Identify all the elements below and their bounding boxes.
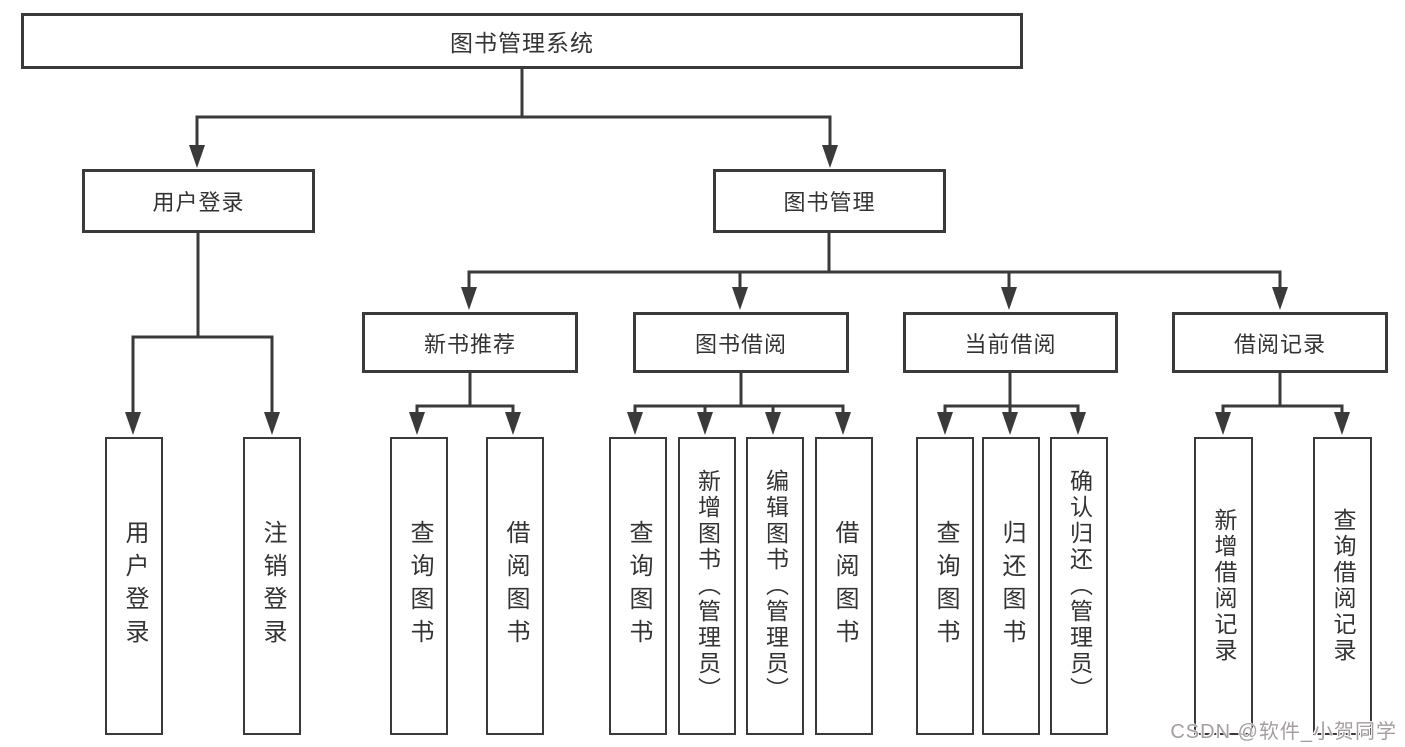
node-leaf-add-borrow-record: 新增借阅记录	[1194, 437, 1253, 735]
node-book-borrowing-label: 图书借阅	[694, 331, 787, 357]
node-leaf-query-books-current: 查询图书	[916, 437, 974, 735]
node-leaf-query-borrow-record: 查询借阅记录	[1313, 437, 1372, 735]
connector-user-login-group	[131, 231, 274, 413]
node-new-book-recommend: 新书推荐	[362, 312, 578, 373]
node-user-login-label: 用户登录	[152, 190, 245, 215]
node-leaf-borrow-books-borrowing: 借阅图书	[815, 437, 873, 735]
node-current-borrowing-label: 当前借阅	[964, 331, 1057, 357]
node-book-borrowing: 图书借阅	[633, 312, 849, 373]
node-leaf-user-login: 用户登录	[105, 437, 163, 735]
node-leaf-logout: 注销登录	[243, 437, 301, 735]
node-leaf-query-books-current-label: 查询图书	[932, 520, 959, 652]
node-root: 图书管理系统	[21, 13, 1023, 69]
node-leaf-return-books: 归还图书	[982, 437, 1040, 735]
node-leaf-user-login-label: 用户登录	[121, 520, 148, 652]
arrowheads	[125, 145, 1350, 435]
node-current-borrowing: 当前借阅	[903, 312, 1118, 373]
node-leaf-query-books-recommend: 查询图书	[390, 437, 448, 735]
node-leaf-confirm-return-admin: 确认归还（管理员）	[1050, 437, 1108, 735]
node-leaf-query-books-borrowing-label: 查询图书	[625, 520, 652, 652]
node-borrowing-records-label: 借阅记录	[1233, 331, 1326, 357]
node-leaf-edit-books-admin: 编辑图书（管理员）	[746, 437, 804, 735]
node-borrowing-records: 借阅记录	[1172, 312, 1388, 373]
connector-book-borrowing-group	[633, 371, 845, 413]
node-leaf-query-books-recommend-label: 查询图书	[406, 520, 433, 652]
connector-book-management-group	[467, 231, 1282, 288]
connector-current-borrowing-group	[943, 371, 1080, 413]
node-new-book-recommend-label: 新书推荐	[423, 331, 516, 357]
node-leaf-borrow-books-recommend-label: 借阅图书	[502, 520, 529, 652]
connector-new-book-recommend-group	[415, 371, 515, 413]
node-leaf-add-books-admin-label: 新增图书（管理员）	[694, 469, 721, 703]
node-leaf-edit-books-admin-label: 编辑图书（管理员）	[762, 469, 789, 703]
node-leaf-query-books-borrowing: 查询图书	[609, 437, 667, 735]
node-leaf-add-borrow-record-label: 新增借阅记录	[1211, 508, 1237, 664]
node-leaf-query-borrow-record-label: 查询借阅记录	[1330, 508, 1356, 664]
connector-borrowing-records-group	[1221, 371, 1344, 413]
node-leaf-borrow-books-recommend: 借阅图书	[486, 437, 544, 735]
node-leaf-logout-label: 注销登录	[259, 520, 286, 652]
node-leaf-borrow-books-borrowing-label: 借阅图书	[831, 520, 858, 652]
connector-root-to-level2	[195, 67, 832, 146]
node-user-login: 用户登录	[82, 169, 315, 233]
node-root-label: 图书管理系统	[450, 30, 594, 56]
node-book-management: 图书管理	[713, 169, 946, 233]
node-leaf-return-books-label: 归还图书	[998, 520, 1025, 652]
node-book-management-label: 图书管理	[783, 190, 876, 215]
node-leaf-add-books-admin: 新增图书（管理员）	[678, 437, 736, 735]
node-leaf-confirm-return-admin-label: 确认归还（管理员）	[1066, 469, 1093, 703]
